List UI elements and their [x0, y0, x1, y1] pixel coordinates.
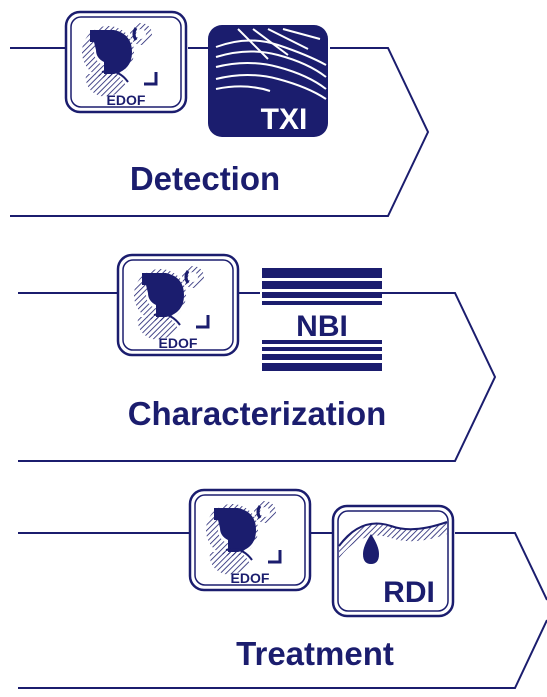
- stage-label-characterization: Characterization: [128, 395, 387, 432]
- stage-label-treatment: Treatment: [236, 635, 394, 672]
- txi-label: TXI: [261, 103, 308, 136]
- nbi-icon: NBI: [262, 268, 382, 371]
- stage-treatment: EDOF RDI Treatment: [18, 488, 547, 689]
- stage-detection: EDOF TXI Detection: [10, 10, 430, 217]
- rdi-label: RDI: [383, 576, 435, 609]
- edof-label: EDOF: [107, 92, 146, 108]
- edof-icon: EDOF: [116, 253, 240, 357]
- edof-label: EDOF: [231, 570, 270, 586]
- edof-label: EDOF: [159, 335, 198, 351]
- edof-icon: EDOF: [64, 10, 188, 114]
- edof-icon: EDOF: [188, 488, 312, 592]
- stage-arrow-outline: [10, 47, 430, 217]
- rdi-icon: RDI: [331, 504, 455, 618]
- nbi-label: NBI: [296, 310, 348, 343]
- txi-icon: TXI: [208, 25, 328, 137]
- stage-label-detection: Detection: [130, 160, 280, 197]
- stage-characterization: EDOF NBI Characterization: [18, 253, 497, 462]
- stage-arrow-outline: [18, 292, 497, 462]
- stage-arrow-outline: [18, 532, 547, 689]
